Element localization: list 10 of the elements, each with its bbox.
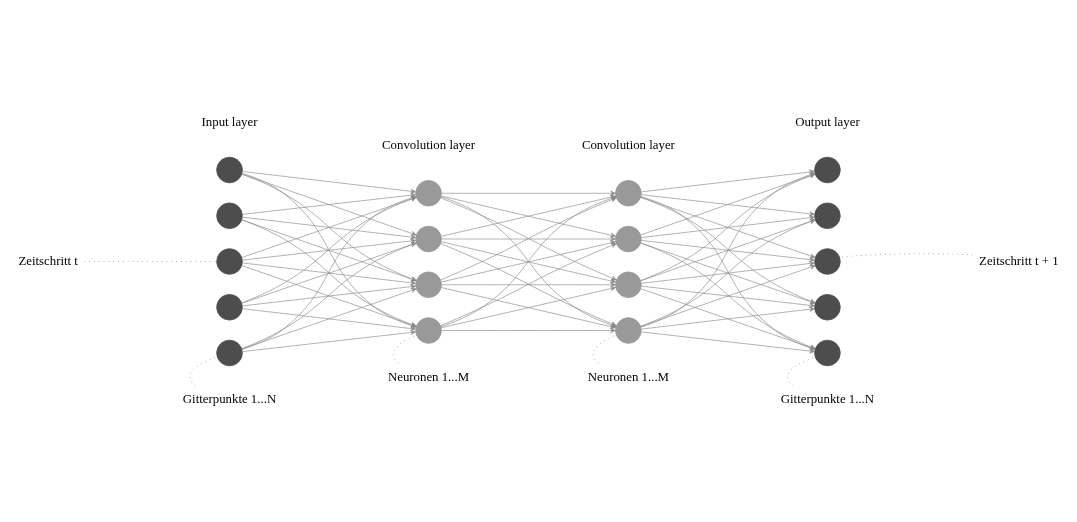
node-text: Neuronen 1...M xyxy=(587,369,669,384)
node-text: Gitterpunkte 1...N xyxy=(780,391,875,406)
label: Output layer xyxy=(795,114,860,129)
node-text: Gitterpunkte 1...N xyxy=(182,391,277,406)
label: Input layer xyxy=(201,114,258,129)
node-text: Zeitschritt t + 1 xyxy=(979,253,1059,268)
label: Convolution layer xyxy=(382,137,476,152)
node-text: Neuronen 1...M xyxy=(387,369,470,384)
label: Convolution layer xyxy=(581,137,675,152)
node-text: Zeitschritt t xyxy=(18,253,78,268)
